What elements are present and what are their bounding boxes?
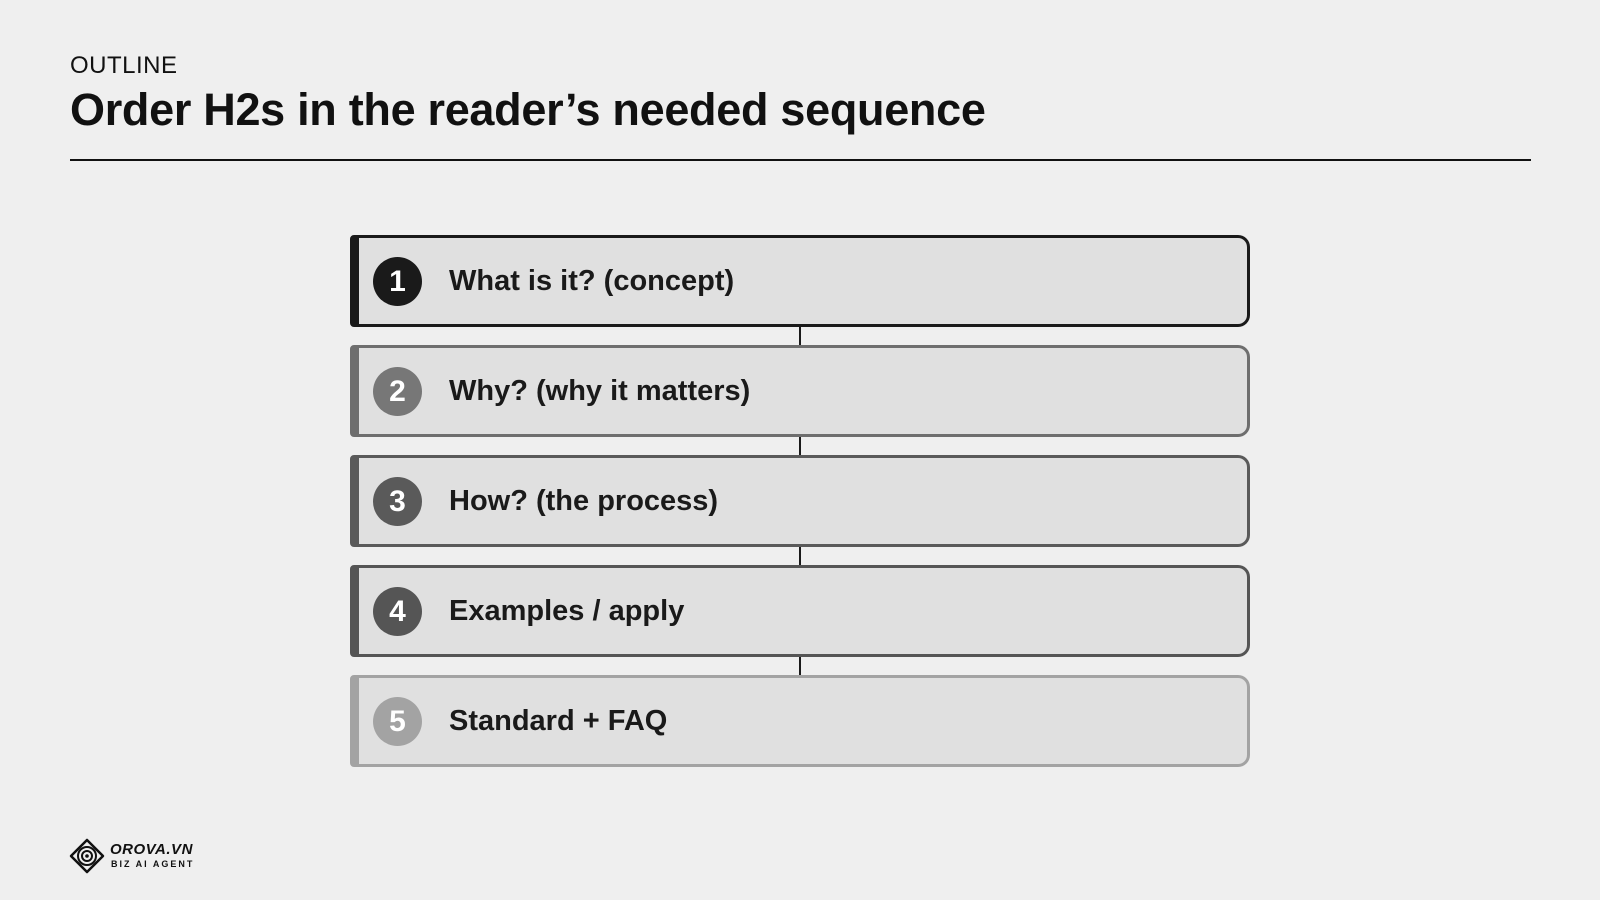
orova-logo-icon (69, 838, 105, 874)
step-card-5: 5 Standard + FAQ (350, 675, 1250, 767)
step-number-badge: 4 (373, 587, 422, 636)
step-connector (799, 437, 801, 455)
step-connector (799, 327, 801, 345)
step-label: How? (the process) (449, 485, 719, 517)
step-number-badge: 5 (373, 697, 422, 746)
step-connector (799, 657, 801, 675)
title-divider (70, 159, 1531, 161)
brand-name: OROVA.VN (110, 841, 193, 858)
step-label: What is it? (concept) (449, 265, 735, 297)
step-card-4: 4 Examples / apply (350, 565, 1250, 657)
brand-tagline: BIZ AI AGENT (111, 859, 195, 869)
slide-title: Order H2s in the reader’s needed sequenc… (70, 84, 986, 135)
step-label: Examples / apply (449, 595, 685, 627)
step-label: Why? (why it matters) (449, 375, 751, 407)
step-label: Standard + FAQ (449, 705, 668, 737)
step-number-badge: 2 (373, 367, 422, 416)
step-card-2: 2 Why? (why it matters) (350, 345, 1250, 437)
step-card-3: 3 How? (the process) (350, 455, 1250, 547)
step-connector (799, 547, 801, 565)
section-eyebrow: OUTLINE (70, 52, 178, 79)
step-number-badge: 1 (373, 257, 422, 306)
step-number-badge: 3 (373, 477, 422, 526)
step-card-1: 1 What is it? (concept) (350, 235, 1250, 327)
